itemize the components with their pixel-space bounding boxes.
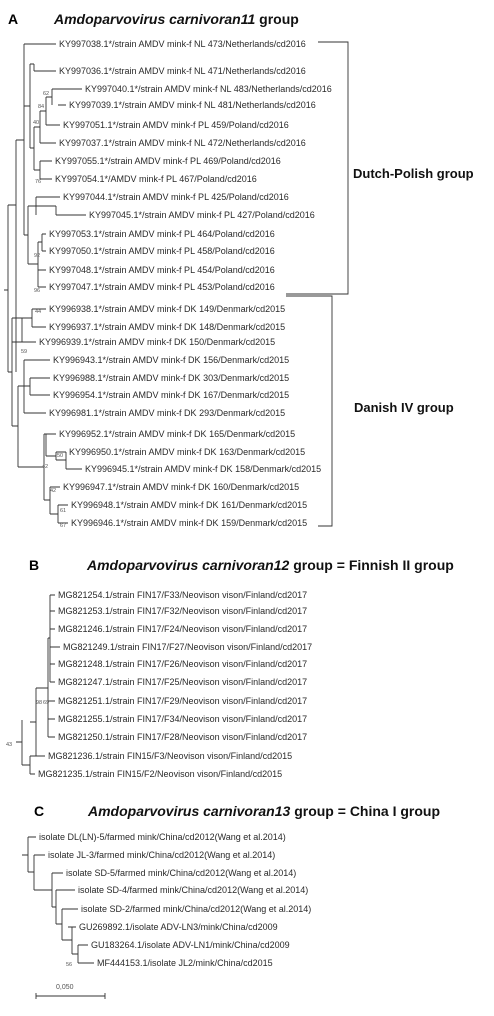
- leaf-label: MG821250.1/strain FIN17/F28/Neovison vis…: [58, 732, 307, 742]
- panel-c-title-suffix: group =: [290, 803, 350, 819]
- leaf-label: KY997053.1*/strain AMDV mink-f PL 464/Po…: [49, 229, 275, 239]
- leaf-label: MG821235.1/strain FIN15/F2/Neovison viso…: [38, 769, 282, 779]
- panel-c-title-extra: China I group: [350, 803, 440, 819]
- leaf-label: KY997044.1*/strain AMDV mink-f PL 425/Po…: [63, 192, 289, 202]
- leaf-label: KY997047.1*/strain AMDV mink-f PL 453/Po…: [49, 282, 275, 292]
- leaf-label: MG821247.1/strain FIN17/F25/Neovison vis…: [58, 677, 307, 687]
- tree-branch: [4, 44, 67, 523]
- group-bracket-dutch-polish: [286, 41, 349, 295]
- bootstrap-value: 56: [66, 962, 72, 968]
- leaf-label: KY996937.1*/strain AMDV mink-f DK 148/De…: [49, 322, 285, 332]
- bootstrap-value: 62: [43, 91, 49, 97]
- group-label-danish-iv: Danish IV group: [354, 400, 454, 415]
- scale-bar-label: 0,050: [56, 984, 74, 991]
- panel-c-title: Amdoparvovirus carnivoran13 group = Chin…: [87, 803, 440, 819]
- bootstrap-value: 76: [35, 179, 41, 185]
- bootstrap-value: 84: [38, 104, 44, 110]
- leaf-label: isolate SD-5/farmed mink/China/cd2012(Wa…: [66, 868, 296, 878]
- panel-a: A Amdoparvovirus carnivoran11 group KY99…: [4, 11, 474, 529]
- group-label-dutch-polish: Dutch-Polish group: [353, 166, 474, 181]
- bootstrap-value: 40: [33, 120, 39, 126]
- leaf-label: KY997048.1*/strain AMDV mink-f PL 454/Po…: [49, 265, 275, 275]
- leaf-label: MF444153.1/isolate JL2/mink/China/cd2015: [97, 958, 273, 968]
- leaf-label: KY997040.1*/strain AMDV mink-f NL 483/Ne…: [85, 84, 332, 94]
- leaf-label: MG821251.1/strain FIN17/F29/Neovison vis…: [58, 696, 307, 706]
- leaf-label: MG821248.1/strain FIN17/F26/Neovison vis…: [58, 659, 307, 669]
- panel-a-title-italic: Amdoparvovirus carnivoran: [53, 11, 241, 27]
- bootstrap-value: 61: [60, 508, 66, 514]
- bootstrap-value: 69: [43, 700, 49, 706]
- leaf-label: KY996943.1*/strain AMDV mink-f DK 156/De…: [53, 355, 289, 365]
- bootstrap-value: 50: [57, 453, 63, 459]
- leaf-label: KY996938.1*/strain AMDV mink-f DK 149/De…: [49, 304, 285, 314]
- leaf-label: KY996948.1*/strain AMDV mink-f DK 161/De…: [71, 500, 307, 510]
- bootstrap-value: 42: [50, 488, 56, 494]
- leaf-label: KY996952.1*/strain AMDV mink-f DK 165/De…: [59, 429, 295, 439]
- leaf-label: KY997037.1*/strain AMDV mink-f NL 472/Ne…: [59, 138, 306, 148]
- group-bracket-danish-iv: [286, 295, 333, 527]
- panel-b-title-extra: Finnish II group: [349, 557, 454, 573]
- leaf-label: KY996947.1*/strain AMDV mink-f DK 160/De…: [63, 482, 299, 492]
- leaf-label: KY996946.1*/strain AMDV mink-f DK 159/De…: [71, 518, 307, 528]
- panel-c-title-italic: Amdoparvovirus carnivoran: [87, 803, 275, 819]
- panel-a-letter: A: [8, 11, 18, 27]
- tree-branch: [12, 43, 86, 524]
- tree-branch: [22, 837, 79, 963]
- leaf-label: KY997051.1*/strain AMDV mink-f PL 459/Po…: [63, 120, 289, 130]
- leaf-label: MG821236.1/strain FIN15/F3/Neovison viso…: [48, 751, 292, 761]
- panel-a-title: Amdoparvovirus carnivoran11 group: [53, 11, 299, 27]
- panel-b-letter: B: [29, 557, 39, 573]
- leaf-label: KY996945.1*/strain AMDV mink-f DK 158/De…: [85, 464, 321, 474]
- leaf-label: KY997050.1*/strain AMDV mink-f PL 458/Po…: [49, 246, 275, 256]
- bootstrap-value: 98: [36, 700, 42, 706]
- leaf-label: isolate SD-4/farmed mink/China/cd2012(Wa…: [78, 885, 308, 895]
- leaf-label: MG821249.1/strain FIN17/F27/Neovison vis…: [63, 642, 312, 652]
- leaf-label: isolate JL-3/farmed mink/China/cd2012(Wa…: [48, 850, 275, 860]
- leaf-label: MG821246.1/strain FIN17/F24/Neovison vis…: [58, 624, 307, 634]
- panel-b-title-italic: Amdoparvovirus carnivoran: [86, 557, 274, 573]
- panel-c-title-number: 13: [275, 803, 291, 819]
- panel-b-title-suffix: group =: [289, 557, 349, 573]
- leaf-label: isolate DL(LN)-5/farmed mink/China/cd201…: [39, 832, 286, 842]
- leaf-label: MG821253.1/strain FIN17/F32/Neovison vis…: [58, 606, 307, 616]
- panel-b: B Amdoparvovirus carnivoran12 group = Fi…: [6, 557, 454, 779]
- leaf-label: KY996981.1*/strain AMDV mink-f DK 293/De…: [49, 408, 285, 418]
- leaf-label: KY996954.1*/strain AMDV mink-f DK 167/De…: [53, 390, 289, 400]
- leaf-label: KY997039.1*/strain AMDV mink-f NL 481/Ne…: [69, 100, 316, 110]
- leaf-label: GU269892.1/isolate ADV-LN3/mink/China/cd…: [79, 922, 278, 932]
- leaf-label: KY996950.1*/strain AMDV mink-f DK 163/De…: [69, 447, 305, 457]
- bootstrap-value: 92: [34, 253, 40, 259]
- bootstrap-value: 44: [35, 309, 41, 315]
- panel-b-title: Amdoparvovirus carnivoran12 group = Finn…: [86, 557, 454, 573]
- leaf-label: KY997038.1*/strain AMDV mink-f NL 473/Ne…: [59, 39, 306, 49]
- leaf-label: KY997055.1*/strain AMDV mink-f PL 469/Po…: [55, 156, 281, 166]
- panel-b-title-number: 12: [274, 557, 290, 573]
- panel-c: C Amdoparvovirus carnivoran13 group = Ch…: [22, 803, 440, 999]
- leaf-label: KY996988.1*/strain AMDV mink-f DK 303/De…: [53, 373, 289, 383]
- leaf-label: KY997036.1*/strain AMDV mink-f NL 471/Ne…: [59, 66, 306, 76]
- leaf-label: GU183264.1/isolate ADV-LN1/mink/China/cd…: [91, 940, 290, 950]
- scale-bar: [35, 993, 106, 999]
- panel-c-letter: C: [34, 803, 44, 819]
- leaf-label: isolate SD-2/farmed mink/China/cd2012(Wa…: [81, 904, 311, 914]
- leaf-label: KY997045.1*/strain AMDV mink-f PL 427/Po…: [89, 210, 315, 220]
- bootstrap-value: 42: [42, 464, 48, 470]
- bootstrap-value: 96: [34, 288, 40, 294]
- tree-branch: [30, 594, 60, 775]
- bootstrap-value: 43: [6, 742, 12, 748]
- panel-a-title-suffix: group: [255, 11, 299, 27]
- bootstrap-value: 67: [60, 523, 66, 529]
- leaf-label: MG821254.1/strain FIN17/F33/Neovison vis…: [58, 590, 307, 600]
- tree-branch: [16, 595, 51, 774]
- leaf-label: MG821255.1/strain FIN17/F34/Neovison vis…: [58, 714, 307, 724]
- leaf-label: KY997054.1*/AMDV mink-f PL 467/Poland/cd…: [55, 174, 257, 184]
- leaf-label: KY996939.1*/strain AMDV mink-f DK 150/De…: [39, 337, 275, 347]
- panel-a-title-number: 11: [241, 11, 256, 27]
- bootstrap-value: 59: [21, 349, 27, 355]
